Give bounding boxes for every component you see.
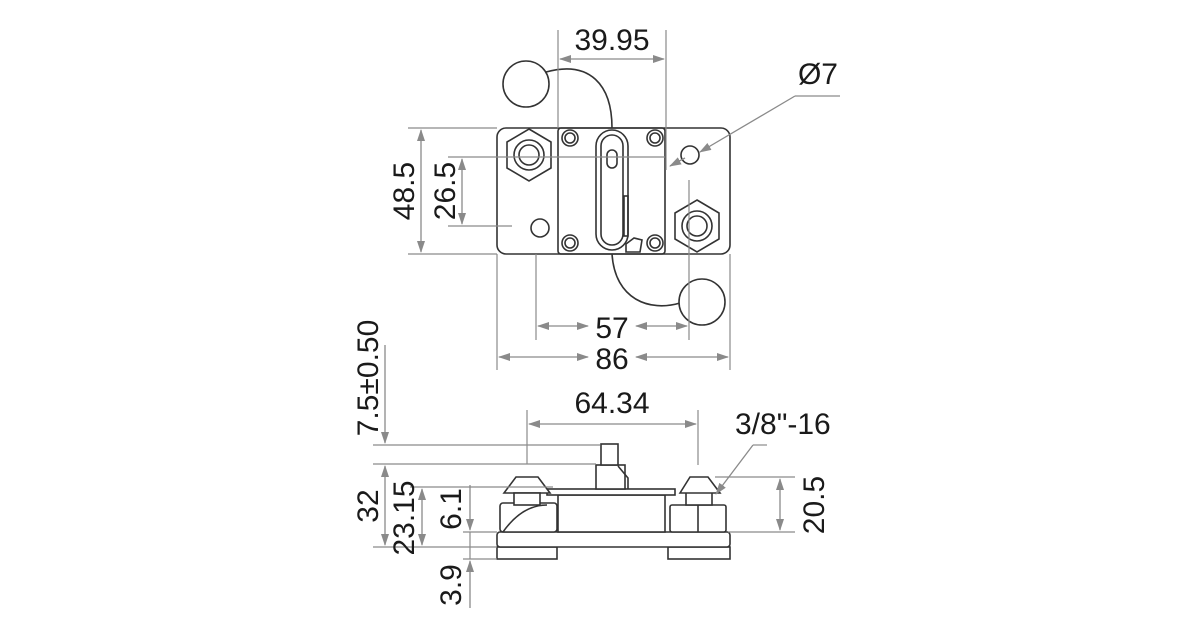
right-terminal-nut-icon	[674, 199, 720, 253]
breaker-body	[557, 127, 666, 255]
left-terminal-nut-icon	[506, 128, 552, 182]
dim-23-15: 23.15	[388, 480, 421, 555]
dim-20-5: 20.5	[798, 476, 831, 534]
dim-48-5: 48.5	[388, 162, 421, 220]
dim-6-1: 6.1	[435, 488, 468, 530]
toggle-slot	[595, 129, 629, 251]
toggle-lever	[606, 149, 618, 169]
base-plate	[496, 531, 731, 548]
toggle-stub	[600, 443, 619, 466]
dim-diameter-7: Ø7	[798, 58, 838, 91]
side-view-dimensions: 64.34 7.5±0.50 32 23.15 6.1 3.9 20.5 3/8…	[352, 320, 831, 608]
dim-57: 57	[595, 312, 628, 345]
dim-86: 86	[595, 343, 628, 376]
foot-right	[667, 546, 731, 560]
mount-hole-right	[680, 145, 700, 165]
top-cap-ball	[502, 60, 550, 108]
top-view	[496, 60, 731, 326]
dim-7-5: 7.5±0.50	[352, 320, 385, 437]
dim-64-34-label: 64.34	[574, 387, 649, 420]
bottom-wire	[611, 253, 681, 307]
bottom-cap-ball	[678, 278, 726, 326]
dim-3-9: 3.9	[435, 564, 468, 606]
top-plate	[546, 488, 676, 496]
foot-left	[496, 546, 558, 560]
top-wire	[545, 68, 613, 129]
screw-icons	[561, 129, 664, 252]
dim-thread: 3/8"-16	[735, 408, 831, 441]
side-view	[496, 443, 731, 560]
mount-hole-left	[530, 218, 550, 238]
right-stud-cap	[678, 476, 722, 494]
left-stud-cap	[502, 476, 552, 494]
left-nut-icon	[499, 502, 558, 533]
top-view-dimensions: 39.95 Ø7 48.5 26.5 57 86	[388, 24, 840, 376]
dim-26-5: 26.5	[429, 162, 462, 220]
side-body	[557, 494, 666, 533]
dim-32: 32	[352, 489, 385, 522]
dim-39-95: 39.95	[574, 24, 649, 57]
